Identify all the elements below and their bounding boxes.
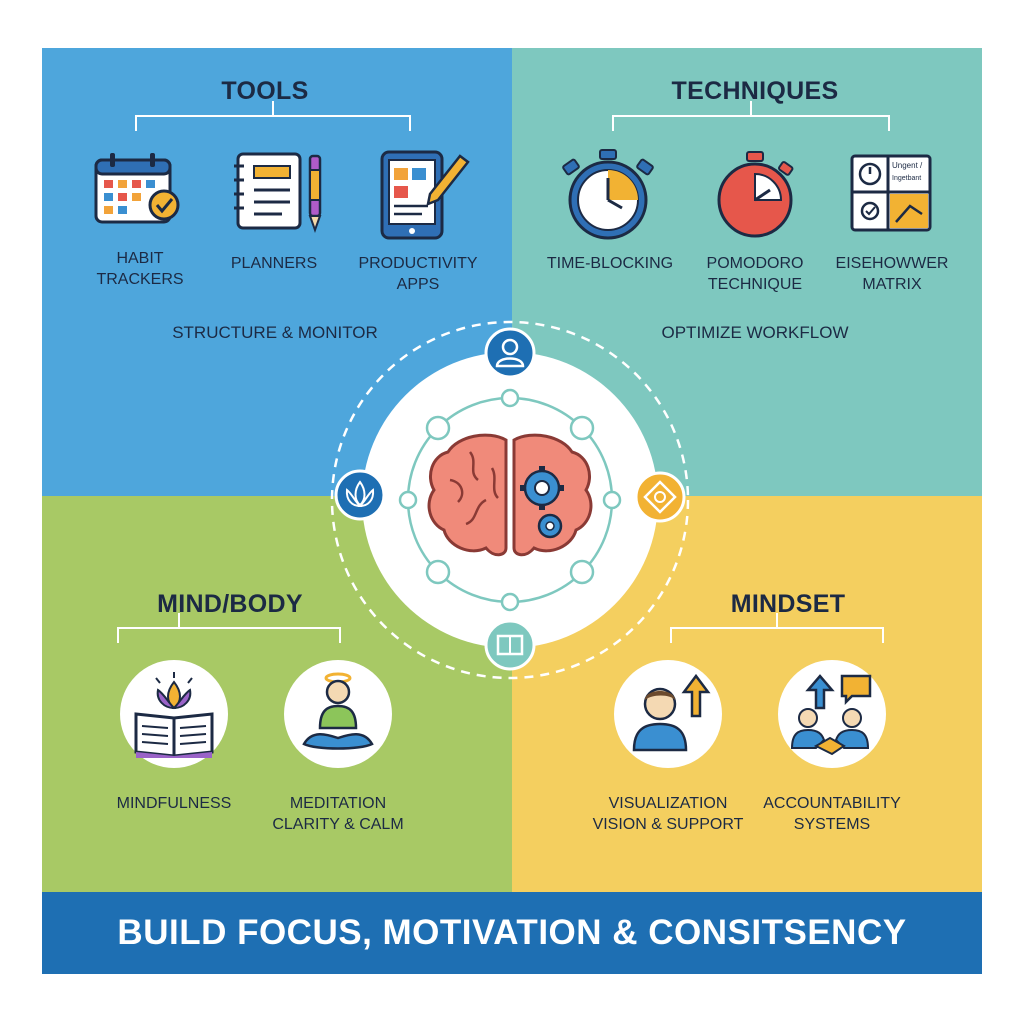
notebook-pencil-icon bbox=[234, 152, 322, 233]
techniques-subtitle: OPTIMIZE WORKFLOW bbox=[661, 323, 849, 342]
tablet-app-icon bbox=[380, 150, 470, 240]
meditating-person-icon bbox=[302, 672, 374, 750]
svg-text:Ingetbant: Ingetbant bbox=[892, 175, 921, 182]
tools-heading: TOOLS bbox=[221, 77, 309, 105]
lotus-node-icon bbox=[334, 469, 386, 521]
mindset-bracket bbox=[670, 613, 884, 643]
tomato-timer-icon bbox=[717, 151, 794, 238]
person-node-icon bbox=[484, 327, 536, 379]
person-arrow-up-icon bbox=[632, 673, 711, 752]
footer-banner: BUILD FOCUS, MOTIVATION & CONSITSENCY bbox=[42, 892, 982, 974]
mindfulness-label: MINDFULNESS bbox=[116, 795, 232, 812]
tools-bracket bbox=[135, 101, 411, 131]
brain-gears-icon bbox=[427, 433, 593, 557]
book-node-icon bbox=[484, 619, 536, 671]
mindset-heading: MINDSET bbox=[730, 590, 846, 618]
calendar-check-icon bbox=[94, 153, 180, 224]
handshake-people-icon bbox=[790, 674, 872, 756]
planners-label: PLANNERS bbox=[230, 255, 318, 272]
target-node-icon bbox=[634, 471, 686, 523]
tools-subtitle: STRUCTURE & MONITOR bbox=[172, 323, 378, 342]
matrix-grid-icon: Ungent / Ingetbant bbox=[850, 154, 932, 232]
open-book-lotus-icon bbox=[134, 672, 214, 758]
techniques-bracket bbox=[612, 101, 890, 131]
mind-body-bracket bbox=[117, 613, 341, 643]
dashed-orbit bbox=[330, 320, 690, 680]
stopwatch-icon bbox=[562, 149, 654, 240]
matrix-text: Ungent / bbox=[892, 161, 923, 170]
techniques-heading: TECHNIQUES bbox=[671, 77, 839, 105]
time-blocking-label: TIME-BLOCKING bbox=[546, 255, 674, 272]
mind-body-heading: MIND/BODY bbox=[157, 590, 303, 618]
ring-nodes bbox=[398, 388, 622, 612]
